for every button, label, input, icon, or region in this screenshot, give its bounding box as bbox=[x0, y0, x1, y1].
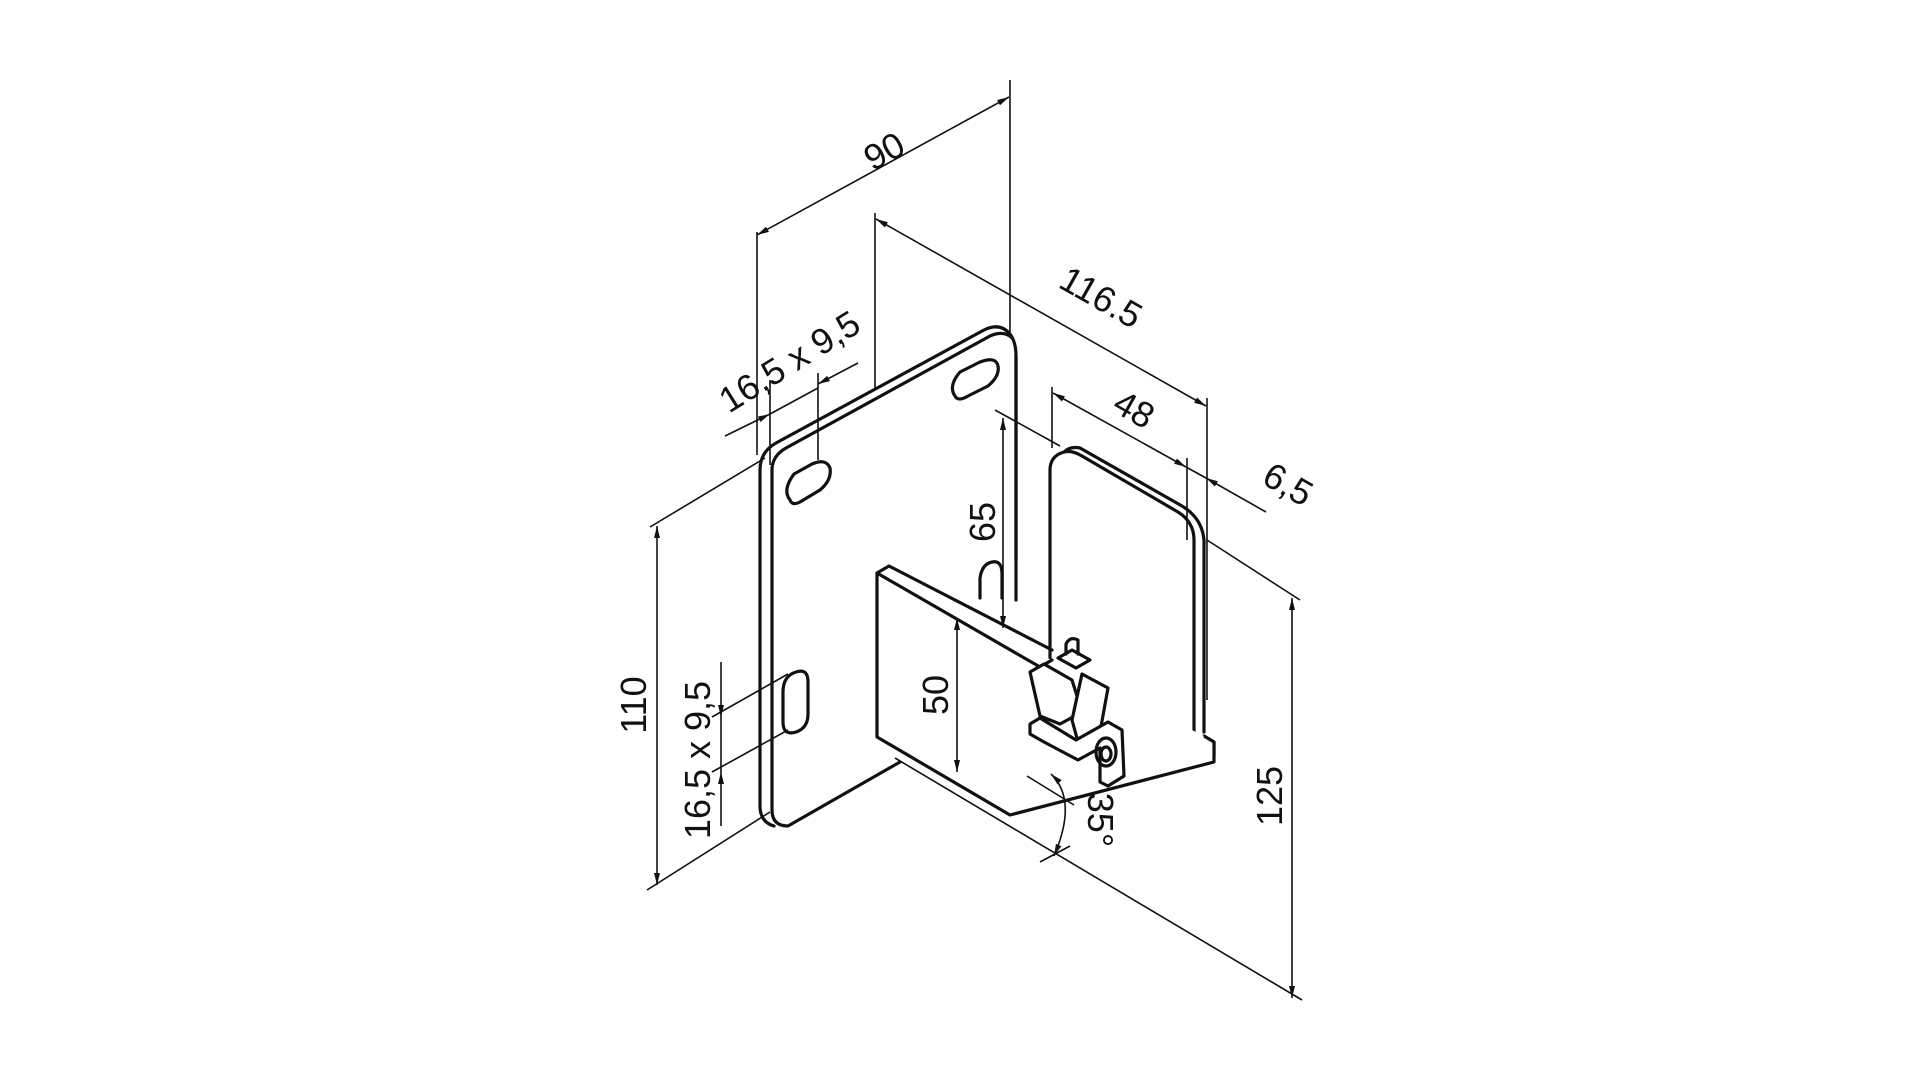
slot-middle bbox=[978, 560, 1004, 600]
dim-angle-35: 35° bbox=[1026, 773, 1121, 863]
slot-top-right bbox=[950, 358, 1000, 401]
dim-slot-top: 16,5 x 9,5 bbox=[711, 302, 867, 465]
dim-110-label: 110 bbox=[613, 676, 654, 733]
dim-110: 110 bbox=[613, 457, 771, 891]
dim-90: 90 bbox=[756, 80, 1011, 455]
dim-48-label: 48 bbox=[1107, 381, 1162, 436]
dim-50-label: 50 bbox=[915, 675, 956, 715]
dim-6-5-label: 6,5 bbox=[1256, 454, 1320, 514]
dim-slot-bottom: 16,5 x 9,5 bbox=[677, 662, 789, 839]
dim-125-label: 125 bbox=[1249, 766, 1290, 826]
slot-bottom-left bbox=[781, 669, 810, 735]
clamp-screw-assembly bbox=[1028, 637, 1126, 788]
slot-top-left bbox=[785, 460, 832, 506]
dim-slot-bottom-label: 16,5 x 9,5 bbox=[677, 681, 718, 839]
dim-6-5: 6,5 bbox=[1185, 454, 1320, 514]
dim-65: 65 bbox=[962, 409, 1061, 628]
dim-48: 48 bbox=[1051, 381, 1188, 540]
dim-116-5-label: 116.5 bbox=[1053, 258, 1149, 337]
dim-90-label: 90 bbox=[857, 123, 912, 178]
dim-65-label: 65 bbox=[962, 502, 1003, 542]
dim-angle-35-label: 35° bbox=[1080, 793, 1121, 847]
dim-50: 50 bbox=[915, 618, 960, 772]
dim-125: 125 bbox=[894, 539, 1303, 1001]
